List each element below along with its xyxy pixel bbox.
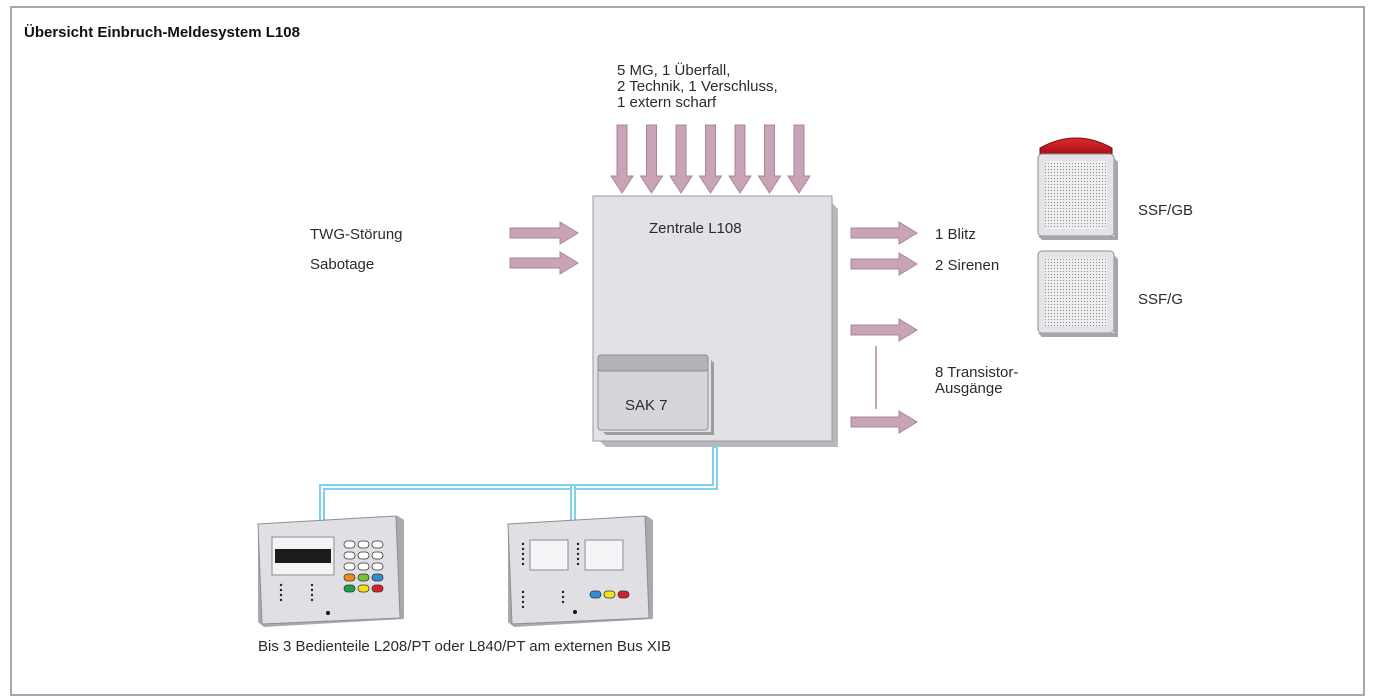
indicator-led (561, 590, 565, 594)
top-input-line-1: 5 MG, 1 Überfall, (617, 62, 731, 79)
indicator-led (521, 552, 525, 556)
diagram-graphics (257, 124, 1118, 627)
indicator-led (310, 588, 314, 592)
caption: Bis 3 Bedienteile L208/PT oder L840/PT a… (258, 638, 672, 655)
indicator-led (310, 583, 314, 587)
indicator-led (521, 605, 525, 609)
indicator-led (521, 595, 525, 599)
top-input-arrow (787, 124, 811, 194)
function-key (617, 590, 630, 599)
twg-stoerung-arrow (509, 221, 579, 245)
keypad-key (371, 551, 384, 560)
keypad-key (357, 584, 370, 593)
ssf-gb-label: SSF/GB (1138, 202, 1194, 219)
central-unit-label: Zentrale L108 (649, 220, 742, 237)
transistor-arrow-bottom (850, 410, 918, 434)
control-panel-l840 (507, 515, 653, 627)
diagram-stage: Übersicht Einbruch-Meldesystem L108 5 MG… (10, 6, 1365, 696)
transistor-label-line-2: Ausgänge (935, 380, 1003, 397)
keypad-key (357, 562, 370, 571)
indicator-led (279, 598, 283, 602)
sabotage-label: Sabotage (310, 256, 375, 273)
top-input-arrow (639, 124, 664, 194)
page-title: Übersicht Einbruch-Meldesystem L108 (24, 24, 300, 41)
top-input-arrow (728, 124, 752, 194)
sabotage-arrow (509, 251, 579, 275)
top-input-arrow (669, 124, 693, 194)
keypad-key (343, 584, 356, 593)
indicator-led (310, 593, 314, 597)
ssf-g-label: SSF/G (1138, 291, 1184, 308)
function-key (603, 590, 616, 599)
blitz-label: 1 Blitz (935, 226, 976, 243)
transistor-arrow-top (850, 318, 918, 342)
function-key (589, 590, 602, 599)
sirenen-label: 2 Sirenen (935, 257, 1000, 274)
keypad-key (343, 540, 356, 549)
sak7-label: SAK 7 (625, 397, 668, 414)
keypad-key (371, 540, 384, 549)
indicator-led (576, 562, 580, 566)
indicator-led (561, 600, 565, 604)
indicator-led (576, 552, 580, 556)
ssf-gb-siren (1037, 137, 1118, 240)
indicator-led (561, 595, 565, 599)
transistor-range-line (875, 346, 877, 409)
indicator-led (576, 542, 580, 546)
indicator-led (521, 557, 525, 561)
indicator-led (521, 562, 525, 566)
top-input-line-3: 1 extern scharf (617, 94, 717, 111)
keypad-key (357, 540, 370, 549)
top-input-arrow (698, 124, 723, 194)
panel-indicator-dots (279, 542, 630, 615)
twg-stoerung-label: TWG-Störung (310, 226, 403, 243)
xib-bus (319, 446, 718, 524)
keypad-key (343, 551, 356, 560)
keypad-key (343, 573, 356, 582)
top-input-line-2: 2 Technik, 1 Verschluss, (617, 78, 778, 95)
keypad-key (357, 551, 370, 560)
keypad-key (371, 573, 384, 582)
indicator-led (310, 598, 314, 602)
top-input-arrows (610, 124, 811, 194)
keypad-key (357, 573, 370, 582)
keypad-key (371, 562, 384, 571)
indicator-led (521, 547, 525, 551)
sirenen-arrow (850, 252, 918, 276)
indicator-led (279, 583, 283, 587)
top-input-arrow (757, 124, 782, 194)
indicator-led (521, 600, 525, 604)
blitz-arrow (850, 221, 918, 245)
indicator-led (279, 593, 283, 597)
keypad-key (371, 584, 384, 593)
transistor-label-line-1: 8 Transistor- (935, 364, 1019, 381)
keypad-key (343, 562, 356, 571)
indicator-led (521, 590, 525, 594)
top-input-arrow (610, 124, 634, 194)
indicator-led (279, 588, 283, 592)
keypad (343, 540, 384, 593)
sak7-module (597, 354, 714, 435)
indicator-led (576, 557, 580, 561)
ssf-g-siren (1037, 250, 1118, 337)
indicator-led (576, 547, 580, 551)
indicator-led (521, 542, 525, 546)
control-panel-l208 (257, 515, 404, 627)
